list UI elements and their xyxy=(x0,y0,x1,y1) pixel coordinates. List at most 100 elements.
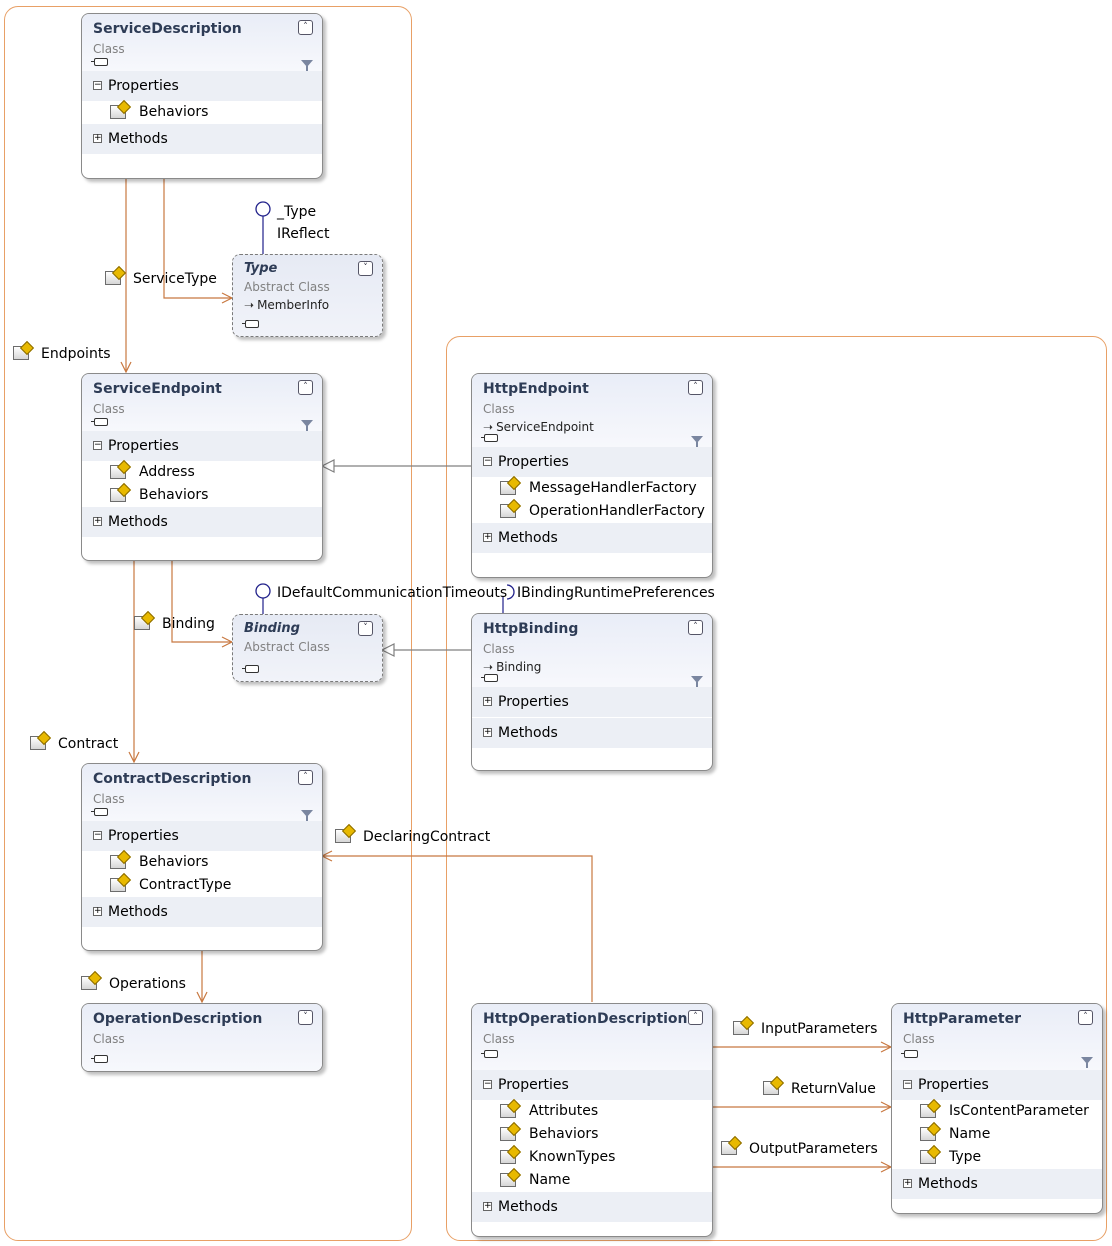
property-icon xyxy=(335,829,351,843)
association-label-returnvalue[interactable]: ReturnValue xyxy=(763,1080,876,1098)
collapse-icon[interactable]: ˄ xyxy=(298,20,313,35)
association-label-outputparameters[interactable]: OutputParameters xyxy=(721,1140,878,1158)
class-http-operation-description[interactable]: HttpOperationDescription Class ˄ −Proper… xyxy=(471,1003,713,1237)
class-name: HttpOperationDescription xyxy=(483,1011,688,1027)
filter-icon[interactable] xyxy=(691,436,703,447)
class-kind: Class xyxy=(483,402,515,416)
properties-section[interactable]: −Properties xyxy=(82,821,322,851)
property-icon xyxy=(733,1021,749,1035)
property-icon xyxy=(920,1104,936,1118)
filter-icon[interactable] xyxy=(301,60,313,71)
methods-section[interactable]: +Methods xyxy=(82,897,322,927)
collapse-icon[interactable]: ˄ xyxy=(298,770,313,785)
property-icon xyxy=(763,1081,779,1095)
section-label: Methods xyxy=(498,725,558,741)
association-label-endpoints[interactable]: Endpoints xyxy=(13,345,111,363)
class-key-icon xyxy=(901,1050,918,1058)
property-label: Address xyxy=(139,464,195,480)
property-item[interactable]: Behaviors xyxy=(82,101,322,124)
collapse-section-icon[interactable]: − xyxy=(93,440,102,450)
property-item[interactable]: Behaviors xyxy=(82,851,322,874)
property-item[interactable]: ContractType xyxy=(82,874,322,897)
class-kind: Abstract Class xyxy=(244,280,330,294)
property-icon xyxy=(920,1127,936,1141)
collapse-icon[interactable]: ˄ xyxy=(1078,1010,1093,1025)
collapse-icon[interactable]: ˄ xyxy=(298,380,313,395)
collapse-icon[interactable]: ˄ xyxy=(688,1010,703,1025)
group-frame-left xyxy=(4,6,412,1241)
expand-icon[interactable]: ˅ xyxy=(298,1010,313,1025)
class-name: HttpEndpoint xyxy=(483,381,589,397)
collapse-section-icon[interactable]: − xyxy=(483,1079,492,1089)
association-name: DeclaringContract xyxy=(363,829,491,845)
collapse-section-icon[interactable]: − xyxy=(903,1079,912,1089)
association-label-binding[interactable]: Binding xyxy=(134,615,215,633)
collapse-icon[interactable]: ˄ xyxy=(688,620,703,635)
property-item[interactable]: Behaviors xyxy=(82,484,322,507)
association-label-inputparameters[interactable]: InputParameters xyxy=(733,1020,877,1038)
collapse-section-icon[interactable]: − xyxy=(93,830,102,840)
collapse-icon[interactable]: ˄ xyxy=(688,380,703,395)
methods-section[interactable]: +Methods xyxy=(892,1169,1102,1199)
properties-section[interactable]: −Properties xyxy=(82,71,322,101)
property-icon xyxy=(134,616,150,630)
class-header: Type Abstract Class ➝MemberInfo ˅ xyxy=(233,255,382,336)
property-label: Behaviors xyxy=(139,104,209,120)
filter-icon[interactable] xyxy=(301,420,313,431)
association-name: Binding xyxy=(162,616,215,632)
property-icon xyxy=(110,855,126,869)
methods-section[interactable]: + Methods xyxy=(472,718,712,748)
class-http-binding[interactable]: HttpBinding Class ➝Binding ˄ +Properties… xyxy=(471,613,713,771)
class-contract-description[interactable]: ContractDescription Class ˄ −Properties … xyxy=(81,763,323,951)
expand-section-icon[interactable]: + xyxy=(483,1201,492,1211)
class-operation-description[interactable]: OperationDescription Class ˅ xyxy=(81,1003,323,1072)
base-class: ➝Binding xyxy=(483,660,701,674)
property-item[interactable]: Behaviors xyxy=(472,1123,712,1146)
property-item[interactable]: OperationHandlerFactory xyxy=(472,500,712,523)
class-service-endpoint[interactable]: ServiceEndpoint Class ˄ −Properties Addr… xyxy=(81,373,323,561)
properties-section[interactable]: −Properties xyxy=(82,431,322,461)
expand-section-icon[interactable]: + xyxy=(903,1178,912,1188)
property-item[interactable]: Name xyxy=(472,1169,712,1192)
association-label-servicetype[interactable]: ServiceType xyxy=(105,270,217,288)
class-http-endpoint[interactable]: HttpEndpoint Class ➝ServiceEndpoint ˄ −P… xyxy=(471,373,713,578)
filter-icon[interactable] xyxy=(691,676,703,687)
filter-icon[interactable] xyxy=(1081,1057,1093,1068)
properties-section[interactable]: +Properties xyxy=(472,687,712,717)
property-item[interactable]: Address xyxy=(82,461,322,484)
expand-section-icon[interactable]: + xyxy=(93,133,102,143)
property-item[interactable]: MessageHandlerFactory xyxy=(472,477,712,500)
class-service-description[interactable]: ServiceDescription Class ˄ −Properties B… xyxy=(81,13,323,179)
property-item[interactable]: Name xyxy=(892,1123,1102,1146)
filter-icon[interactable] xyxy=(301,810,313,821)
expand-section-icon[interactable]: + xyxy=(483,532,492,542)
methods-section[interactable]: +Methods xyxy=(82,507,322,537)
association-name: OutputParameters xyxy=(749,1141,878,1157)
expand-icon[interactable]: ˅ xyxy=(358,621,373,636)
expand-section-icon[interactable]: + xyxy=(93,906,102,916)
expand-section-icon[interactable]: + xyxy=(93,516,102,526)
properties-section[interactable]: −Properties xyxy=(892,1070,1102,1100)
property-item[interactable]: KnownTypes xyxy=(472,1146,712,1169)
expand-icon[interactable]: ˅ xyxy=(358,261,373,276)
class-type[interactable]: Type Abstract Class ➝MemberInfo ˅ xyxy=(232,254,383,337)
methods-section[interactable]: +Methods xyxy=(472,523,712,553)
association-label-contract[interactable]: Contract xyxy=(30,735,118,753)
class-http-parameter[interactable]: HttpParameter Class ˄ −Properties IsCont… xyxy=(891,1003,1103,1214)
property-item[interactable]: IsContentParameter xyxy=(892,1100,1102,1123)
class-binding[interactable]: Binding Abstract Class ˅ xyxy=(232,614,383,682)
association-label-declaringcontract[interactable]: DeclaringContract xyxy=(335,828,490,846)
property-label: Attributes xyxy=(529,1103,599,1119)
property-item[interactable]: Type xyxy=(892,1146,1102,1169)
methods-section[interactable]: +Methods xyxy=(472,1192,712,1222)
property-item[interactable]: Attributes xyxy=(472,1100,712,1123)
properties-section[interactable]: −Properties xyxy=(472,1070,712,1100)
collapse-section-icon[interactable]: − xyxy=(483,456,492,466)
section-label: Properties xyxy=(498,454,569,470)
methods-section[interactable]: +Methods xyxy=(82,124,322,154)
association-label-operations[interactable]: Operations xyxy=(81,975,186,993)
collapse-section-icon[interactable]: − xyxy=(93,80,102,90)
expand-section-icon[interactable]: + xyxy=(483,696,492,706)
expand-section-icon[interactable]: + xyxy=(483,727,492,737)
properties-section[interactable]: −Properties xyxy=(472,447,712,477)
